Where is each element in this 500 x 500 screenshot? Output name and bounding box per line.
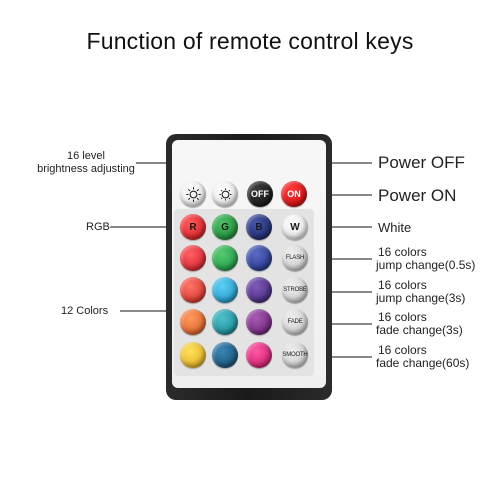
power-on-button[interactable]: ON (281, 181, 307, 207)
flash-label-line2: jump change(0.5s) (376, 258, 476, 272)
brightness-down-icon (219, 188, 231, 200)
color-button-yellow-5[interactable] (180, 342, 206, 368)
brightness-up-icon (185, 186, 201, 202)
strobe-label-line2: jump change(3s) (376, 291, 466, 305)
brightness-up-button[interactable] (180, 181, 206, 207)
brightness-down-button[interactable] (212, 181, 238, 207)
smooth-button[interactable]: SMOOTH (282, 342, 308, 368)
red-button[interactable]: R (180, 214, 206, 240)
blue-button[interactable]: B (246, 214, 272, 240)
flash-label: 16 colors jump change(0.5s) (376, 246, 475, 272)
color-button-orange-4[interactable] (180, 309, 206, 335)
twelve-colors-label: 12 Colors (61, 305, 109, 317)
color-button-blue-2[interactable] (246, 245, 272, 271)
power-off-button[interactable]: OFF (247, 181, 273, 207)
fade-label: 16 colors fade change(3s) (376, 311, 463, 337)
color-button-red-3[interactable] (180, 277, 206, 303)
strobe-label-line1: 16 colors (378, 278, 427, 292)
smooth-label-line2: fade change(60s) (376, 356, 470, 370)
power-off-label: Power OFF (378, 153, 465, 172)
green-button[interactable]: G (212, 214, 238, 240)
flash-button[interactable]: FLASH (282, 245, 308, 271)
strobe-button[interactable]: STROBE (282, 277, 308, 303)
color-button-darkblue-5[interactable] (212, 342, 238, 368)
brightness-label: 16 level brightness adjusting (36, 150, 136, 176)
smooth-label: 16 colors fade change(60s) (376, 344, 469, 370)
rgb-label: RGB (86, 221, 110, 233)
fade-button[interactable]: FADE (282, 309, 308, 335)
color-button-teal-4[interactable] (212, 309, 238, 335)
color-button-purple-3[interactable] (246, 277, 272, 303)
white-label: White (378, 220, 412, 235)
page-title: Function of remote control keys (86, 28, 414, 54)
brightness-label-line2: brightness adjusting (37, 163, 135, 175)
color-button-violet-4[interactable] (246, 309, 272, 335)
color-button-green-2[interactable] (212, 245, 238, 271)
fade-label-line2: fade change(3s) (376, 323, 463, 337)
smooth-label-line1: 16 colors (378, 343, 427, 357)
strobe-label: 16 colors jump change(3s) (376, 279, 465, 305)
flash-label-line1: 16 colors (378, 245, 427, 259)
white-button[interactable]: W (282, 214, 308, 240)
color-button-cyan-3[interactable] (212, 277, 238, 303)
power-on-label: Power ON (378, 186, 457, 205)
brightness-label-line1: 16 level (67, 150, 105, 162)
color-button-red-2[interactable] (180, 245, 206, 271)
fade-label-line1: 16 colors (378, 310, 427, 324)
color-button-pink-5[interactable] (246, 342, 272, 368)
